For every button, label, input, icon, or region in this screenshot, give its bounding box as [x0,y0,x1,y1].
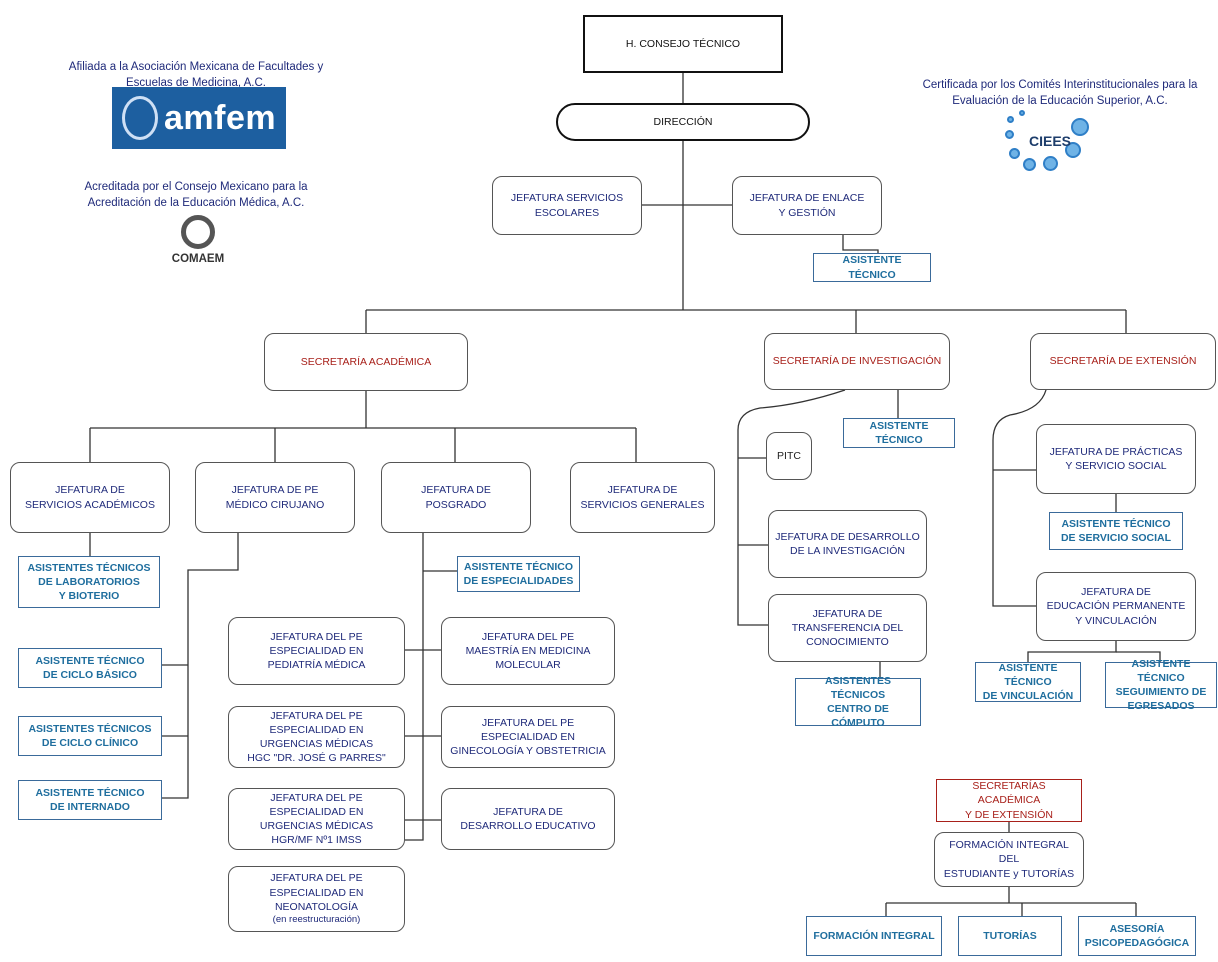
pe-neonatologia-box: JEFATURA DEL PE ESPECIALIDAD EN NEONATOL… [228,866,405,932]
enlace-gestion-box: JEFATURA DE ENLACE Y GESTIÓN [732,176,882,235]
desarrollo-educativo-box: JEFATURA DE DESARROLLO EDUCATIVO [441,788,615,850]
pe-urgencias-hgc-box: JEFATURA DEL PE ESPECIALIDAD EN URGENCIA… [228,706,405,768]
ciees-caption: Certificada por los Comités Interinstitu… [922,79,1198,107]
asist-ciclo-basico-box: ASISTENTE TÉCNICO DE CICLO BÁSICO [18,648,162,688]
ciees-dot-icon [1043,156,1058,171]
pe-urgencias-hgr-box: JEFATURA DEL PE ESPECIALIDAD EN URGENCIA… [228,788,405,850]
ciees-dot-icon [1065,142,1081,158]
asist-vinculacion-box: ASISTENTE TÉCNICO DE VINCULACIÓN [975,662,1081,702]
ciees-dot-icon [1009,148,1020,159]
asist-laboratorios-box: ASISTENTES TÉCNICOS DE LABORATORIOS Y BI… [18,556,160,608]
secretaria-extension-box: SECRETARÍA DE EXTENSIÓN [1030,333,1216,390]
pe-pediatria-box: JEFATURA DEL PE ESPECIALIDAD EN PEDIATRÍ… [228,617,405,685]
servicios-generales-box: JEFATURA DE SERVICIOS GENERALES [570,462,715,533]
comaem-caption: Acreditada por el Consejo Mexicano para … [84,181,308,209]
pe-maestria-box: JEFATURA DEL PE MAESTRÍA EN MEDICINA MOL… [441,617,615,685]
ciees-dot-icon [1007,116,1014,123]
secretarias-academica-extension-box: SECRETARÍAS ACADÉMICA Y DE EXTENSIÓN [936,779,1082,822]
secretaria-academica-box: SECRETARÍA ACADÉMICA [264,333,468,391]
asistente-enlace-box: ASISTENTE TÉCNICO [813,253,931,282]
ciees-logo-text: CIEES [1029,133,1072,149]
pe-neonatologia-note: (en reestructuración) [272,913,361,925]
direccion-box: DIRECCIÓN [556,103,810,141]
asist-egresados-box: ASISTENTE TÉCNICO SEGUIMIENTO DE EGRESAD… [1105,658,1217,712]
asist-servicio-social-box: ASISTENTE TÉCNICO DE SERVICIO SOCIAL [1049,512,1183,550]
amfem-caption: Afiliada a la Asociación Mexicana de Fac… [68,61,324,89]
comaem-logo-text: COMAEM [171,253,225,265]
desarrollo-investigacion-box: JEFATURA DE DESARROLLO DE LA INVESTIGACI… [768,510,927,578]
posgrado-box: JEFATURA DE POSGRADO [381,462,531,533]
servicios-escolares-box: JEFATURA SERVICIOS ESCOLARES [492,176,642,235]
asist-computo-box: ASISTENTES TÉCNICOS CENTRO DE CÓMPUTO [795,675,921,729]
practicas-servicio-social-box: JEFATURA DE PRÁCTICAS Y SERVICIO SOCIAL [1036,424,1196,494]
ciees-dot-icon [1071,118,1089,136]
caduceus-icon [122,96,158,140]
comaem-logo: COMAEM [163,215,233,265]
asist-internado-box: ASISTENTE TÉCNICO DE INTERNADO [18,780,162,820]
asist-ciclo-clinico-box: ASISTENTES TÉCNICOS DE CICLO CLÍNICO [18,716,162,756]
consejo-tecnico-box: H. CONSEJO TÉCNICO [583,15,783,73]
transferencia-conocimiento-box: JEFATURA DE TRANSFERENCIA DEL CONOCIMIEN… [768,594,927,662]
pe-neonatologia-label: JEFATURA DEL PE ESPECIALIDAD EN NEONATOL… [269,872,364,913]
asesoria-psicopedagogica-box: ASESORÍA PSICOPEDAGÓGICA [1078,916,1196,956]
ciees-dot-icon [1023,158,1036,171]
formacion-tutorias-box: FORMACIÓN INTEGRAL DEL ESTUDIANTE y TUTO… [934,832,1084,887]
amfem-logo-text: amfem [164,98,277,137]
servicios-academicos-box: JEFATURA DE SERVICIOS ACADÉMICOS [10,462,170,533]
educacion-permanente-box: JEFATURA DE EDUCACIÓN PERMANENTE Y VINCU… [1036,572,1196,641]
amfem-logo: amfem [112,87,286,149]
tutorias-box: TUTORÍAS [958,916,1062,956]
formacion-integral-box: FORMACIÓN INTEGRAL [806,916,942,956]
pe-medico-cirujano-box: JEFATURA DE PE MÉDICO CIRUJANO [195,462,355,533]
pitc-box: PITC [766,432,812,480]
ciees-logo: CIEES [1005,108,1095,178]
asistente-investigacion-box: ASISTENTE TÉCNICO [843,418,955,448]
secretaria-investigacion-box: SECRETARÍA DE INVESTIGACIÓN [764,333,950,390]
pe-ginecologia-box: JEFATURA DEL PE ESPECIALIDAD EN GINECOLO… [441,706,615,768]
asist-especialidades-box: ASISTENTE TÉCNICO DE ESPECIALIDADES [457,556,580,592]
ciees-dot-icon [1005,130,1014,139]
comaem-emblem-icon [181,215,215,249]
ciees-dot-icon [1019,110,1025,116]
